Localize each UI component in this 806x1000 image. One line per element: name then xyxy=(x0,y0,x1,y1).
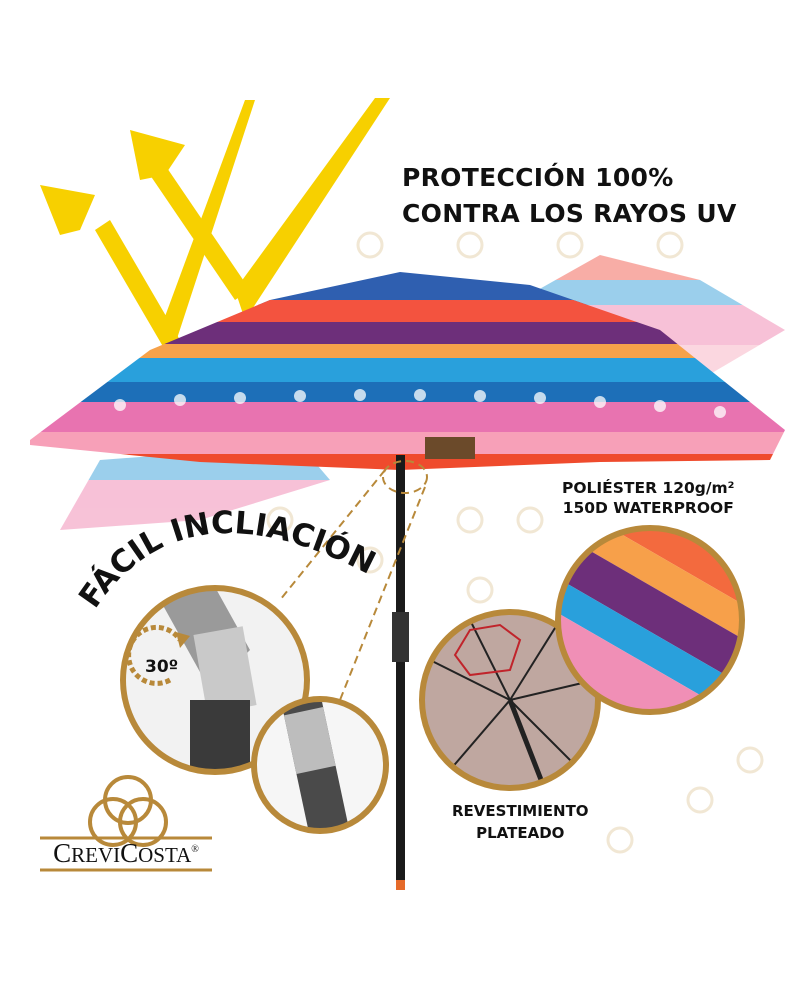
tilt-callout-lines xyxy=(279,460,428,701)
watermark-pattern xyxy=(266,231,764,854)
brand-part-2: OSTA xyxy=(138,843,192,867)
fabric-spec-line-2: 150D WATERPROOF xyxy=(562,499,734,517)
silver-coating-label: REVESTIMIENTO PLATEADO xyxy=(452,800,589,844)
brand-part-1: REVI xyxy=(71,843,121,867)
headline-line-2: CONTRA LOS RAYOS UV xyxy=(402,199,737,228)
fabric-spec-line-1: POLIÉSTER 120g/m² xyxy=(562,479,735,497)
fabric-spec: POLIÉSTER 120g/m² 150D WATERPROOF xyxy=(562,478,734,518)
uv-reflection-arrows-icon xyxy=(40,98,390,360)
brand-initial-2: C xyxy=(120,838,139,868)
registered-mark: ® xyxy=(191,844,199,855)
headline-line-1: PROTECCIÓN 100% xyxy=(402,163,674,192)
uv-protection-headline: PROTECCIÓN 100% CONTRA LOS RAYOS UV xyxy=(402,160,737,232)
coating-line-1: REVESTIMIENTO xyxy=(452,802,589,820)
canopy-label-patch xyxy=(425,437,475,459)
coating-line-2: PLATEADO xyxy=(476,824,565,842)
tilt-angle-label: 30º xyxy=(145,657,178,677)
brand-initial-1: C xyxy=(53,838,72,868)
crevicosta-logo-icon xyxy=(88,775,168,847)
brand-wordmark: CREVICOSTA® xyxy=(40,838,212,869)
rotation-arrow-icon xyxy=(126,624,183,686)
hinge-closeup xyxy=(251,696,389,834)
umbrella-pole xyxy=(396,455,405,890)
pole-joint xyxy=(392,612,409,662)
